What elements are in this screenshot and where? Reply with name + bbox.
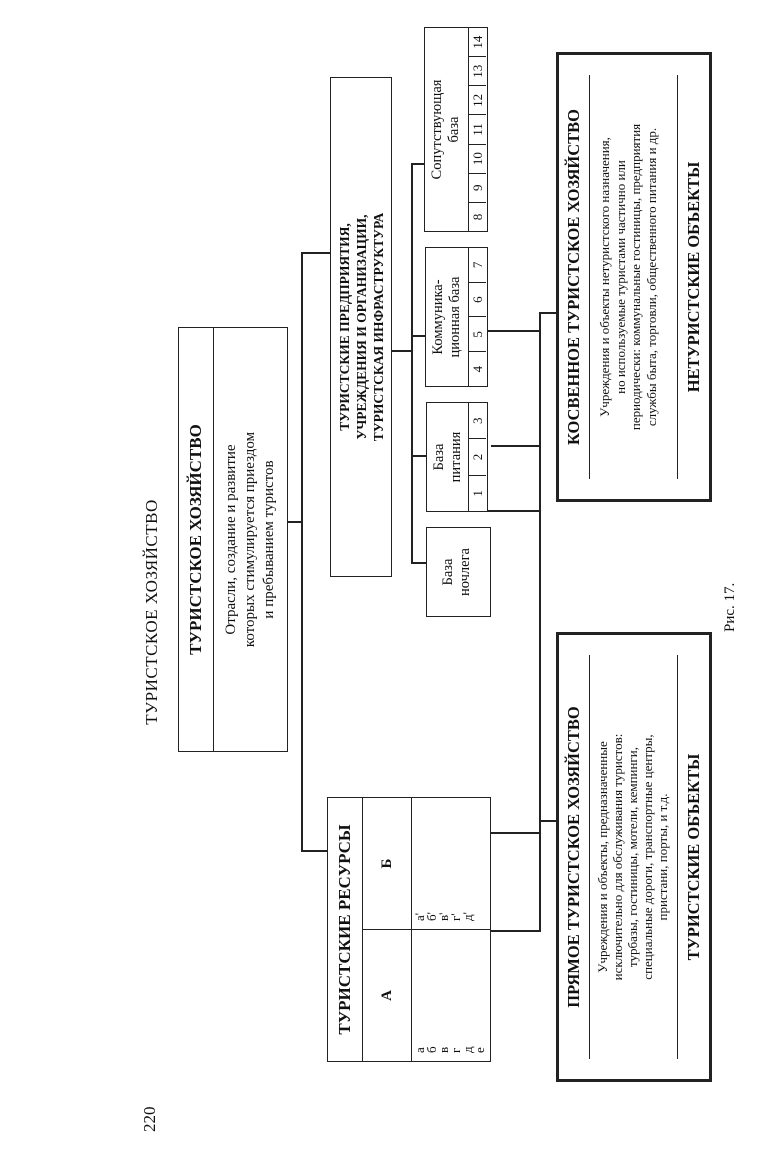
- text-line: исключительно для обслуживания туристов:: [610, 733, 625, 981]
- indirect-economy-title: КОСВЕННОЕ ТУРИСТСКОЕ ХОЗЯЙСТВО: [564, 108, 583, 446]
- divider: [589, 75, 591, 479]
- food-base-cells: 1 2 3: [469, 403, 486, 511]
- text-line: Сопутствующая: [429, 79, 445, 180]
- text-line: ТУРИСТСКИЕ ПРЕДПРИЯТИЯ,: [337, 223, 352, 431]
- resources-column-a: А: [363, 929, 411, 1061]
- text-line: Коммуника-: [430, 279, 446, 355]
- resources-list-a: а б в г д е: [412, 929, 490, 1061]
- base-cell: 2: [469, 438, 486, 475]
- base-cell: 5: [469, 316, 486, 352]
- base-cell: 14: [470, 35, 485, 49]
- tourist-economy-box: ТУРИСТСКОЕ ХОЗЯЙСТВО Отрасли, создание и…: [178, 327, 288, 752]
- connector-line: [539, 312, 541, 932]
- direct-tourist-economy-box: ПРЯМОЕ ТУРИСТСКОЕ ХОЗЯЙСТВО Учреждения и…: [556, 632, 712, 1082]
- text-line: база: [446, 116, 462, 143]
- connector-line: [411, 562, 426, 564]
- resources-list-b: а' б' в' г' д': [412, 798, 490, 929]
- lodging-base-box: База ночлега: [426, 527, 491, 617]
- accompanying-base-box: Сопутствующая база 8 9 10 11 12 13 14: [424, 27, 488, 232]
- communication-base-cells: 4 5 6 7: [469, 248, 486, 386]
- page-number: 220: [140, 1106, 159, 1133]
- list-item: б': [424, 912, 439, 921]
- indirect-tourist-economy-box: КОСВЕННОЕ ТУРИСТСКОЕ ХОЗЯЙСТВО Учреждени…: [556, 52, 712, 502]
- text-line: ночлега: [457, 548, 473, 596]
- tourist-economy-text: Отрасли, создание и развитие которых сти…: [214, 328, 279, 751]
- text-line: Учреждения и объекты нетуристского назна…: [597, 137, 612, 417]
- connector-line: [488, 330, 539, 332]
- text-line: но используемые туристами частично или: [612, 160, 628, 394]
- indirect-economy-text: Учреждения и объекты нетуристского назна…: [589, 55, 659, 499]
- accompanying-base-cells: 8 9 10 11 12 13 14: [469, 28, 486, 231]
- base-cell: 9: [469, 172, 486, 202]
- divider: [677, 75, 679, 479]
- text-line: питания: [448, 431, 464, 483]
- tourist-economy-title: ТУРИСТСКОЕ ХОЗЯЙСТВО: [179, 328, 214, 751]
- tourist-resources-box: ТУРИСТСКИЕ РЕСУРСЫ А Б а б в г д е а' б'…: [327, 797, 491, 1062]
- connector-line: [491, 832, 539, 834]
- list-item: а: [412, 1047, 427, 1053]
- list-item: б: [424, 1046, 439, 1053]
- list-item: д: [460, 1046, 475, 1053]
- direct-economy-text: Учреждения и объекты, предназначенные ис…: [589, 635, 670, 1079]
- divider: [677, 655, 679, 1059]
- text-line: периодически: коммунальные гостиницы, пр…: [628, 123, 643, 431]
- connector-line: [301, 850, 327, 852]
- tourist-resources-title: ТУРИСТСКИЕ РЕСУРСЫ: [328, 798, 363, 1061]
- text-line: Отрасли, создание и развитие: [223, 444, 239, 635]
- base-cell: 1: [469, 474, 486, 511]
- base-cell: 13: [469, 56, 486, 86]
- text-line: Учреждения и объекты, предназначенные: [595, 741, 610, 973]
- tourist-enterprises-box: ТУРИСТСКИЕ ПРЕДПРИЯТИЯ, УЧРЕЖДЕНИЯ И ОРГ…: [330, 77, 392, 577]
- list-item: в': [436, 912, 451, 921]
- list-item: е: [472, 1047, 487, 1053]
- connector-line: [288, 521, 302, 523]
- base-cell: 3: [470, 417, 485, 424]
- connector-line: [491, 445, 539, 447]
- text-line: службы быта, торговли, общественного пит…: [643, 127, 659, 427]
- base-cell: 12: [469, 85, 486, 115]
- list-item: г: [448, 1047, 463, 1053]
- text-line: специальные дороги, транспортные центры,: [640, 734, 655, 980]
- text-line: База: [431, 443, 447, 471]
- connector-line: [411, 335, 425, 337]
- base-cell: 7: [470, 261, 485, 269]
- connector-line: [539, 820, 556, 822]
- connector-line: [411, 163, 424, 165]
- indirect-economy-footer: НЕТУРИСТСКИЕ ОБЪЕКТЫ: [684, 161, 703, 393]
- base-cell: 6: [469, 281, 486, 317]
- text-line: которых стимулируется приездом: [242, 431, 258, 648]
- text-line: ционная база: [447, 276, 463, 358]
- list-item: а': [412, 912, 427, 921]
- text-line: ТУРИСТСКАЯ ИНФРАСТРУКТУРА: [371, 212, 386, 442]
- base-cell: 4: [469, 351, 486, 386]
- list-item: д': [460, 912, 475, 921]
- connector-line: [491, 930, 539, 932]
- list-item: в: [436, 1046, 451, 1053]
- divider: [589, 655, 591, 1059]
- connector-line: [301, 252, 303, 852]
- text-line: турбазы, гостиницы, мотели, кемпинги,: [625, 747, 640, 967]
- list-item: г': [448, 913, 463, 921]
- text-line: и пребыванием туристов: [261, 460, 277, 619]
- text-line: пристани, порты, и т.д.: [655, 793, 670, 921]
- food-base-box: База питания 1 2 3: [426, 402, 488, 512]
- figure-caption: Рис. 17.: [722, 582, 738, 632]
- connector-line: [411, 164, 413, 564]
- connector-line: [392, 350, 412, 352]
- diagram-title: ТУРИСТСКОЕ ХОЗЯЙСТВО: [142, 499, 161, 725]
- base-cell: 8: [469, 201, 486, 231]
- base-cell: 11: [469, 114, 486, 144]
- resources-column-b: Б: [379, 858, 395, 869]
- text-line: УЧРЕЖДЕНИЯ И ОРГАНИЗАЦИИ,: [354, 214, 369, 440]
- communication-base-box: Коммуника- ционная база 4 5 6 7: [425, 247, 488, 387]
- connector-line: [539, 312, 556, 314]
- direct-economy-footer: ТУРИСТСКИЕ ОБЪЕКТЫ: [684, 753, 703, 961]
- connector-line: [301, 252, 330, 254]
- connector-line: [486, 510, 539, 512]
- connector-line: [411, 455, 426, 457]
- base-cell: 10: [469, 143, 486, 173]
- direct-economy-title: ПРЯМОЕ ТУРИСТСКОЕ ХОЗЯЙСТВО: [564, 706, 583, 1008]
- text-line: База: [440, 558, 456, 586]
